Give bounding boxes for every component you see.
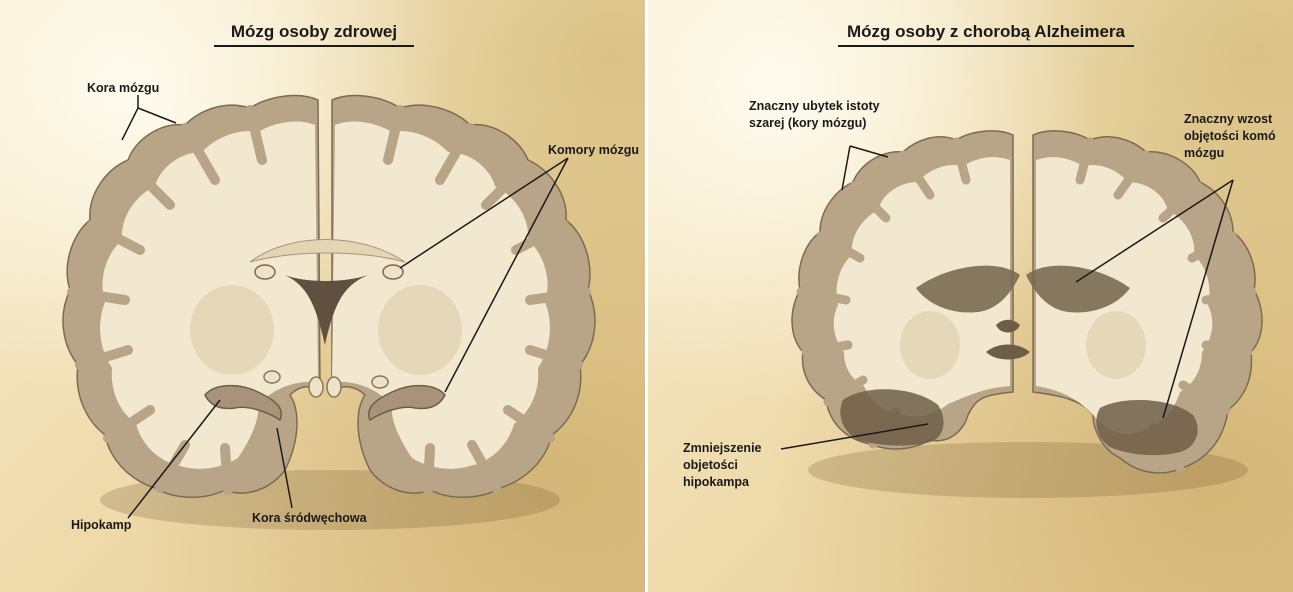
label-gray-matter-loss-line2: szarej (kory mózgu) bbox=[749, 115, 866, 131]
label-cortex: Kora mózgu bbox=[87, 80, 159, 96]
label-hippocampus: Hipokamp bbox=[71, 517, 131, 533]
label-hippocampus-shrink-line1: Zmniejszenie bbox=[683, 440, 762, 456]
label-ventricle-growth-line3: mózgu bbox=[1184, 145, 1224, 161]
basal-ganglia-right bbox=[1086, 311, 1146, 379]
alzheimer-brain-title: Mózg osoby z chorobą Alzheimera bbox=[838, 22, 1134, 47]
label-ventricles: Komory mózgu bbox=[548, 142, 639, 158]
label-ventricle-growth-line1: Znaczny wzost bbox=[1184, 111, 1272, 127]
healthy-brain-title: Mózg osoby zdrowej bbox=[214, 22, 414, 47]
label-hippocampus-shrink-line3: hipokampa bbox=[683, 474, 749, 490]
basal-ganglia-left bbox=[190, 285, 274, 375]
healthy-brain-panel: Mózg osoby zdrowej Kora mózgu Komory móz… bbox=[0, 0, 645, 592]
label-gray-matter-loss-line1: Znaczny ubytek istoty bbox=[749, 98, 880, 114]
basal-ganglia-left bbox=[900, 311, 960, 379]
alzheimer-brain-illustration bbox=[648, 0, 1293, 592]
label-entorhinal-cortex: Kora śródwęchowa bbox=[252, 510, 367, 526]
label-ventricle-growth-line2: objętości komó bbox=[1184, 128, 1276, 144]
basal-ganglia-right bbox=[378, 285, 462, 375]
label-hippocampus-shrink-line2: objetości bbox=[683, 457, 738, 473]
alzheimer-brain-panel: Mózg osoby z chorobą Alzheimera Znaczny … bbox=[648, 0, 1293, 592]
